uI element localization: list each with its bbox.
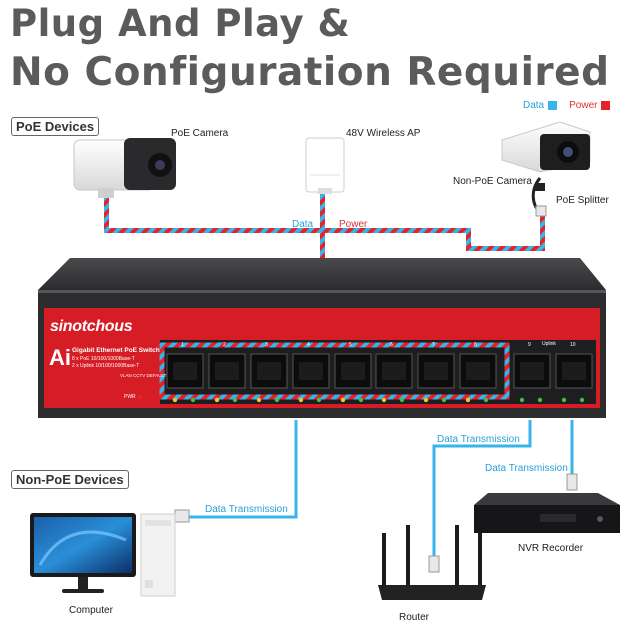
label-computer: Computer	[69, 605, 113, 616]
cable-label-power: Power	[339, 219, 368, 230]
switch-brand: sinotchous	[50, 318, 133, 335]
port-led	[214, 397, 220, 403]
port-number-label: 7	[432, 342, 435, 348]
data-cables	[180, 420, 574, 560]
poe-cable-step	[466, 228, 471, 250]
label-nvr: NVR Recorder	[518, 543, 584, 554]
label-poe-splitter: PoE Splitter	[556, 195, 609, 206]
legend-power-label: Power	[569, 100, 598, 111]
poe-cable-splitter-up	[540, 215, 545, 251]
switch-port-socket	[520, 362, 544, 380]
port-led	[519, 397, 525, 403]
port-led	[316, 397, 322, 403]
switch-spec-line2: 2 x Uplink 10/100/1000Base-T	[72, 363, 140, 369]
port-led	[232, 397, 238, 403]
pwr-led	[137, 394, 143, 400]
cable-label-data-transmission-nvr: Data Transmission	[485, 463, 568, 474]
poe-cable-to-splitter	[466, 246, 544, 251]
port-led	[465, 397, 471, 403]
router-rj45-connector	[428, 555, 440, 573]
switch-port-socket	[562, 362, 586, 380]
port-led	[399, 397, 405, 403]
headline-line2: No Configuration Required	[10, 50, 610, 95]
poe-devices-label: PoE Devices	[11, 117, 100, 136]
switch-port-socket	[173, 362, 197, 380]
non-poe-devices-label: Non-PoE Devices	[11, 470, 129, 489]
switch-port-socket	[341, 362, 365, 380]
computer-image	[30, 513, 176, 597]
cable-label-data-transmission-router: Data Transmission	[437, 434, 520, 445]
wireless-ap-image	[305, 137, 345, 194]
port-led	[274, 397, 280, 403]
data-cable-router	[432, 420, 532, 560]
port-led	[358, 397, 364, 403]
legend-data-swatch	[548, 101, 558, 110]
switch-port-socket	[215, 362, 239, 380]
switch-port-socket	[382, 362, 406, 380]
port-number-label: 4	[307, 342, 310, 348]
port-led	[441, 397, 447, 403]
legend-data-label: Data	[523, 100, 545, 111]
nvr-image	[474, 493, 620, 533]
poe-cable-ap-drop	[320, 190, 325, 230]
poe-splitter-image	[531, 177, 547, 217]
port-led	[340, 397, 346, 403]
port-led	[190, 397, 196, 403]
port-led	[298, 397, 304, 403]
headline-line1: Plug And Play &	[10, 2, 351, 45]
switch-leds	[137, 394, 585, 403]
poe-cable-camera-drop	[104, 190, 109, 230]
port-led	[172, 397, 178, 403]
port-number-label: 10	[570, 342, 576, 348]
switch-port-socket	[257, 362, 281, 380]
port-led	[423, 397, 429, 403]
port-number-label: 1	[181, 342, 184, 348]
switch-spec-line1: 8 x PoE 10/100/1000Base-T	[72, 356, 135, 362]
port-number-label: 5	[349, 342, 352, 348]
label-non-poe-camera: Non-PoE Camera	[453, 176, 532, 187]
port-number-label: 3	[265, 342, 268, 348]
poe-switch	[38, 258, 606, 418]
switch-pwr-label: PWR	[124, 394, 136, 400]
legend: Data Power	[523, 100, 611, 111]
poe-camera-image	[73, 138, 176, 198]
switch-model-title: Gigabit Ethernet PoE Switch	[72, 347, 160, 354]
port-led	[579, 397, 585, 403]
data-cable-computer	[180, 420, 298, 519]
cable-label-data: Data	[292, 219, 314, 230]
router-image	[378, 525, 486, 600]
label-router: Router	[399, 612, 430, 623]
poe-cable-horizontal	[104, 228, 470, 233]
cable-label-data-transmission-computer: Data Transmission	[205, 504, 288, 515]
port-number-label: 9	[528, 342, 531, 348]
port-number-label: 2	[223, 342, 226, 348]
switch-mode-label: VLAN CCTV DEFAULT	[120, 373, 167, 378]
non-poe-camera-image	[501, 121, 591, 173]
label-poe-camera: PoE Camera	[171, 128, 229, 139]
port-led	[256, 397, 262, 403]
nvr-rj45-connector	[566, 473, 578, 491]
switch-port-socket	[299, 362, 323, 380]
port-number-label: 6	[390, 342, 393, 348]
switch-port-socket	[466, 362, 490, 380]
port-led	[561, 397, 567, 403]
switch-port-socket	[424, 362, 448, 380]
port-led	[381, 397, 387, 403]
computer-rj45-connector	[174, 509, 190, 523]
switch-ports	[166, 353, 593, 389]
switch-uplink-label: Uplink	[542, 341, 556, 347]
port-led	[483, 397, 489, 403]
switch-ai-badge: Ai	[49, 345, 71, 370]
label-wireless-ap: 48V Wireless AP	[346, 128, 421, 139]
port-led	[537, 397, 543, 403]
port-number-label: 8	[474, 342, 477, 348]
legend-power-swatch	[601, 101, 611, 110]
